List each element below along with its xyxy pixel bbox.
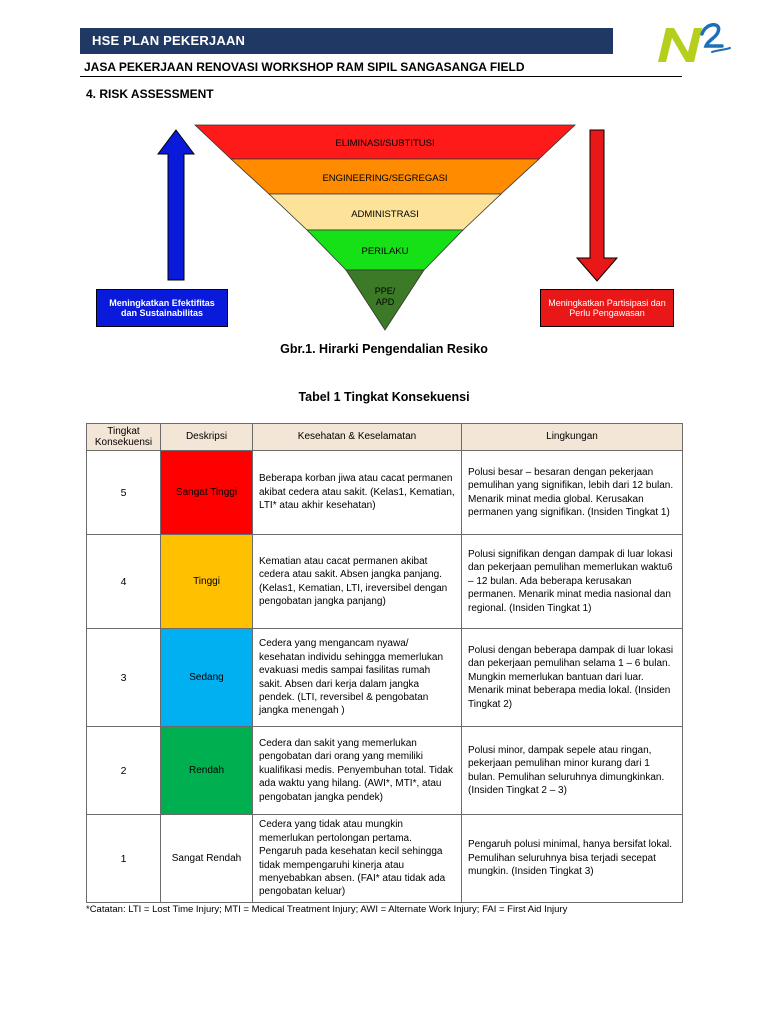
level-cell: 4 xyxy=(86,534,161,629)
level-cell: 2 xyxy=(86,726,161,815)
table-row: 2 Rendah Cedera dan sakit yang memerluka… xyxy=(86,726,683,815)
up-arrow-icon xyxy=(157,129,195,281)
doc-header-banner: HSE PLAN PEKERJAAN xyxy=(80,28,613,54)
header-health-safety: Kesehatan & Keselamatan xyxy=(252,423,462,451)
section-heading: 4. RISK ASSESSMENT xyxy=(86,87,214,101)
table-row: 4 Tinggi Kematian atau cacat permanen ak… xyxy=(86,534,683,629)
environment-cell: Polusi signifikan dengan dampak di luar … xyxy=(461,534,683,629)
header-description: Deskripsi xyxy=(160,423,253,451)
pyramid-label-5a: PPE/ xyxy=(375,286,396,296)
header-divider xyxy=(80,76,682,77)
environment-cell: Polusi minor, dampak sepele atau ringan,… xyxy=(461,726,683,815)
doc-title: HSE PLAN PEKERJAAN xyxy=(92,33,246,48)
effectiveness-box: Meningkatkan Efektifitas dan Sustainabil… xyxy=(96,289,228,327)
header-level: Tingkat Konsekuensi xyxy=(86,423,161,451)
description-cell: Sedang xyxy=(160,628,253,727)
health-cell: Cedera yang tidak atau mungkin memerluka… xyxy=(252,814,462,903)
pyramid-level-5 xyxy=(345,269,425,331)
participation-box: Meningkatkan Partisipasi dan Perlu Penga… xyxy=(540,289,674,327)
health-cell: Cedera dan sakit yang memerlukan pengoba… xyxy=(252,726,462,815)
description-cell: Sangat Rendah xyxy=(160,814,253,903)
pyramid-label-5b: APD xyxy=(376,297,395,307)
table-row: 5 Sangat Tinggi Beberapa korban jiwa ata… xyxy=(86,450,683,535)
pyramid-label-4: PERILAKU xyxy=(362,246,409,257)
health-cell: Cedera yang mengancam nyawa/ kesehatan i… xyxy=(252,628,462,727)
company-logo xyxy=(658,23,731,62)
pyramid-label-1: ELIMINASI/SUBTITUSI xyxy=(335,138,434,149)
level-cell: 3 xyxy=(86,628,161,727)
description-cell: Rendah xyxy=(160,726,253,815)
control-hierarchy-pyramid: ELIMINASI/SUBTITUSI ENGINEERING/SEGREGAS… xyxy=(193,124,577,331)
header-environment: Lingkungan xyxy=(461,423,683,451)
table-header-row: Tingkat Konsekuensi Deskripsi Kesehatan … xyxy=(86,423,683,451)
down-arrow-icon xyxy=(575,129,619,282)
health-cell: Kematian atau cacat permanen akibat cede… xyxy=(252,534,462,629)
table-caption: Tabel 1 Tingkat Konsekuensi xyxy=(298,390,470,404)
table-row: 1 Sangat Rendah Cedera yang tidak atau m… xyxy=(86,814,683,903)
doc-subtitle: JASA PEKERJAAN RENOVASI WORKSHOP RAM SIP… xyxy=(84,60,525,74)
description-cell: Tinggi xyxy=(160,534,253,629)
pyramid-label-2: ENGINEERING/SEGREGASI xyxy=(322,173,447,184)
table-footnote: *Catatan: LTI = Lost Time Injury; MTI = … xyxy=(86,904,568,915)
description-cell: Sangat Tinggi xyxy=(160,450,253,535)
table-row: 3 Sedang Cedera yang mengancam nyawa/ ke… xyxy=(86,628,683,727)
health-cell: Beberapa korban jiwa atau cacat permanen… xyxy=(252,450,462,535)
consequence-table: Tingkat Konsekuensi Deskripsi Kesehatan … xyxy=(86,423,683,903)
pyramid-label-3: ADMINISTRASI xyxy=(351,209,419,220)
figure-caption: Gbr.1. Hirarki Pengendalian Resiko xyxy=(280,342,488,356)
level-cell: 5 xyxy=(86,450,161,535)
environment-cell: Pengaruh polusi minimal, hanya bersifat … xyxy=(461,814,683,903)
environment-cell: Polusi dengan beberapa dampak di luar lo… xyxy=(461,628,683,727)
environment-cell: Polusi besar – besaran dengan pekerjaan … xyxy=(461,450,683,535)
level-cell: 1 xyxy=(86,814,161,903)
